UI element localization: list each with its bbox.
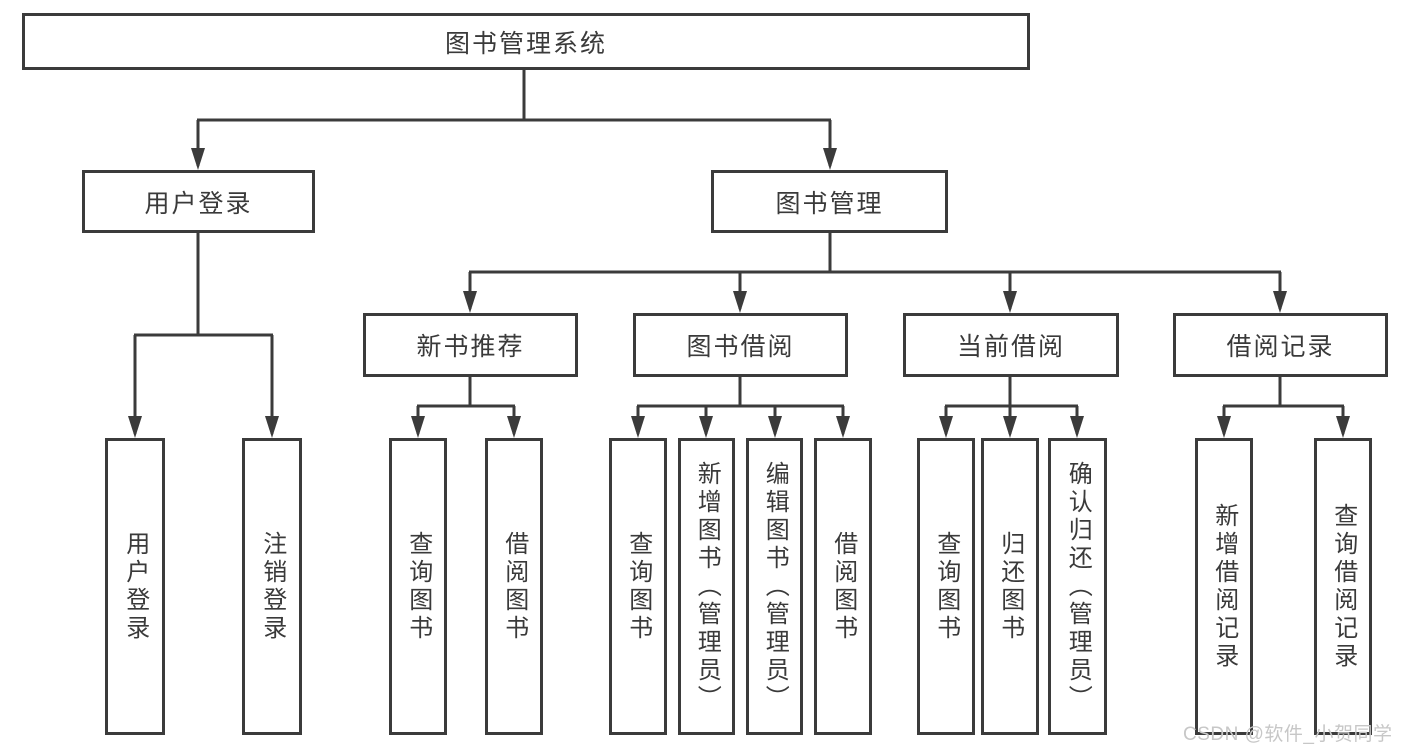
leaf-newrec-borrow-books: 借阅图书 xyxy=(485,438,543,735)
connector-user-login-split xyxy=(128,233,279,438)
leaf-records-query-record-label: 查询借阅记录 xyxy=(1329,502,1357,671)
node-book-borrow-label: 图书借阅 xyxy=(686,333,795,361)
leaf-newrec-query-books-label: 查询图书 xyxy=(404,530,432,643)
node-root: 图书管理系统 xyxy=(22,13,1030,70)
leaf-current-confirm-return-admin-label: 确认归还（管理员） xyxy=(1064,460,1092,713)
leaf-borrow-query-books: 查询图书 xyxy=(609,438,667,735)
node-current-borrow-label: 当前借阅 xyxy=(956,333,1065,361)
node-book-borrow: 图书借阅 xyxy=(633,313,848,377)
arrowhead xyxy=(631,416,645,438)
connector-borrow-records-split xyxy=(1217,377,1350,438)
leaf-current-query-books-label: 查询图书 xyxy=(932,530,960,643)
arrowhead xyxy=(1003,416,1017,438)
leaf-borrow-borrow-books: 借阅图书 xyxy=(814,438,872,735)
node-new-book-recommend: 新书推荐 xyxy=(363,313,578,377)
node-book-management-label: 图书管理 xyxy=(775,189,884,218)
arrowhead xyxy=(733,291,747,313)
leaf-borrow-add-books-admin-label: 新增图书（管理员） xyxy=(693,460,721,713)
arrowhead xyxy=(265,416,279,438)
leaf-records-query-record: 查询借阅记录 xyxy=(1314,438,1372,735)
node-new-book-recommend-label: 新书推荐 xyxy=(416,333,525,361)
leaf-borrow-edit-books-admin: 编辑图书（管理员） xyxy=(746,438,803,735)
leaf-records-add-record: 新增借阅记录 xyxy=(1195,438,1253,735)
arrowhead xyxy=(1273,291,1287,313)
leaf-borrow-query-books-label: 查询图书 xyxy=(624,530,652,643)
connector-new-book-recommend-split xyxy=(411,377,521,438)
leaf-newrec-query-books: 查询图书 xyxy=(389,438,447,735)
leaf-borrow-add-books-admin: 新增图书（管理员） xyxy=(678,438,735,735)
leaf-borrow-edit-books-admin-label: 编辑图书（管理员） xyxy=(761,460,789,713)
node-user-login-label: 用户登录 xyxy=(144,189,253,218)
arrowhead xyxy=(823,148,837,170)
leaf-user-login-label: 用户登录 xyxy=(121,530,149,643)
leaf-current-confirm-return-admin: 确认归还（管理员） xyxy=(1048,438,1107,735)
arrowhead xyxy=(1070,416,1084,438)
leaf-current-return-books-label: 归还图书 xyxy=(996,530,1024,643)
leaf-current-query-books: 查询图书 xyxy=(917,438,975,735)
arrowhead xyxy=(191,148,205,170)
node-borrow-records-label: 借阅记录 xyxy=(1226,333,1335,361)
node-user-login: 用户登录 xyxy=(82,170,315,233)
arrowhead xyxy=(836,416,850,438)
connector-book-borrow-split xyxy=(631,377,850,438)
connector-root-split xyxy=(191,70,837,170)
node-current-borrow: 当前借阅 xyxy=(903,313,1119,377)
node-book-management: 图书管理 xyxy=(711,170,948,233)
leaf-logout: 注销登录 xyxy=(242,438,302,735)
arrowhead xyxy=(1336,416,1350,438)
arrowhead xyxy=(128,416,142,438)
connector-book-management-split xyxy=(463,233,1287,313)
leaf-newrec-borrow-books-label: 借阅图书 xyxy=(500,530,528,643)
arrowhead xyxy=(463,291,477,313)
arrowhead xyxy=(1003,291,1017,313)
arrowhead xyxy=(699,416,713,438)
arrowhead xyxy=(768,416,782,438)
connector-current-borrow-split xyxy=(939,377,1084,438)
arrowhead xyxy=(1217,416,1231,438)
arrowhead xyxy=(507,416,521,438)
leaf-borrow-borrow-books-label: 借阅图书 xyxy=(829,530,857,643)
leaf-current-return-books: 归还图书 xyxy=(981,438,1039,735)
leaf-records-add-record-label: 新增借阅记录 xyxy=(1210,502,1238,671)
arrowhead xyxy=(411,416,425,438)
leaf-user-login: 用户登录 xyxy=(105,438,165,735)
node-root-label: 图书管理系统 xyxy=(444,29,607,58)
node-borrow-records: 借阅记录 xyxy=(1173,313,1388,377)
leaf-logout-label: 注销登录 xyxy=(258,530,286,643)
arrowhead xyxy=(939,416,953,438)
watermark: CSDN @软件_小贺同学 xyxy=(1183,724,1393,745)
